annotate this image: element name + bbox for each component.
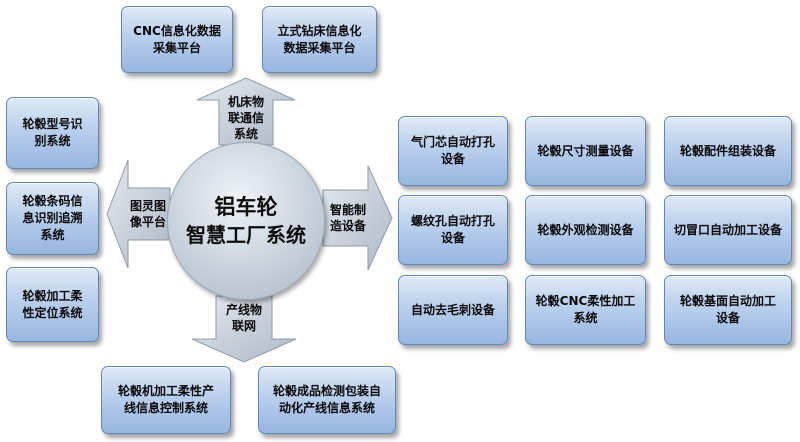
box-riser-cutting: 切冒口自动加工设备 bbox=[664, 195, 792, 265]
box-appearance-inspection: 轮毂外观检测设备 bbox=[525, 195, 646, 265]
box-valve-drilling: 气门芯自动打孔 设备 bbox=[398, 116, 508, 186]
center-title-line1: 铝车轮 bbox=[214, 195, 278, 219]
box-parts-assembly: 轮毂配件组装设备 bbox=[664, 116, 792, 186]
arrow-label-bottom: 产线物 联网 bbox=[225, 303, 262, 333]
center-title-line2: 智慧工厂系统 bbox=[186, 223, 306, 247]
box-hub-model-recognition: 轮毂型号识 别系统 bbox=[6, 97, 99, 169]
box-size-measurement: 轮毂尺寸测量设备 bbox=[525, 116, 646, 186]
arrow-label-left: 图灵图 像平台 bbox=[129, 199, 166, 229]
arrow-right bbox=[322, 165, 393, 271]
box-thread-drilling: 螺纹孔自动打孔 设备 bbox=[398, 195, 508, 265]
arrow-label-right: 智能制 造设备 bbox=[329, 203, 366, 233]
arrow-down bbox=[191, 295, 297, 363]
center-hub: 铝车轮 智慧工厂系统 bbox=[167, 142, 325, 300]
box-deburring: 自动去毛刺设备 bbox=[398, 275, 508, 345]
box-inspection-packing-line: 轮毂成品检测包装自 动化产线信息系统 bbox=[258, 366, 396, 434]
box-flexible-positioning: 轮毂加工柔 性定位系统 bbox=[6, 267, 99, 342]
box-cnc-flexible-machining: 轮毂CNC柔性加工 系统 bbox=[525, 275, 646, 345]
box-barcode-tracing: 轮毂条码信 息识别追溯 系统 bbox=[6, 182, 99, 255]
arrow-up bbox=[196, 77, 296, 146]
box-drill-data-platform: 立式钻床信息化 数据采集平台 bbox=[262, 6, 377, 73]
box-cnc-data-platform: CNC信息化数据 采集平台 bbox=[121, 6, 233, 73]
box-machining-line-control: 轮毂机加工柔性产 线信息控制系统 bbox=[101, 366, 231, 434]
box-base-surface-machining: 轮毂基面自动加工 设备 bbox=[664, 275, 792, 345]
arrow-label-top: 机床物 联通信 系统 bbox=[227, 95, 264, 141]
